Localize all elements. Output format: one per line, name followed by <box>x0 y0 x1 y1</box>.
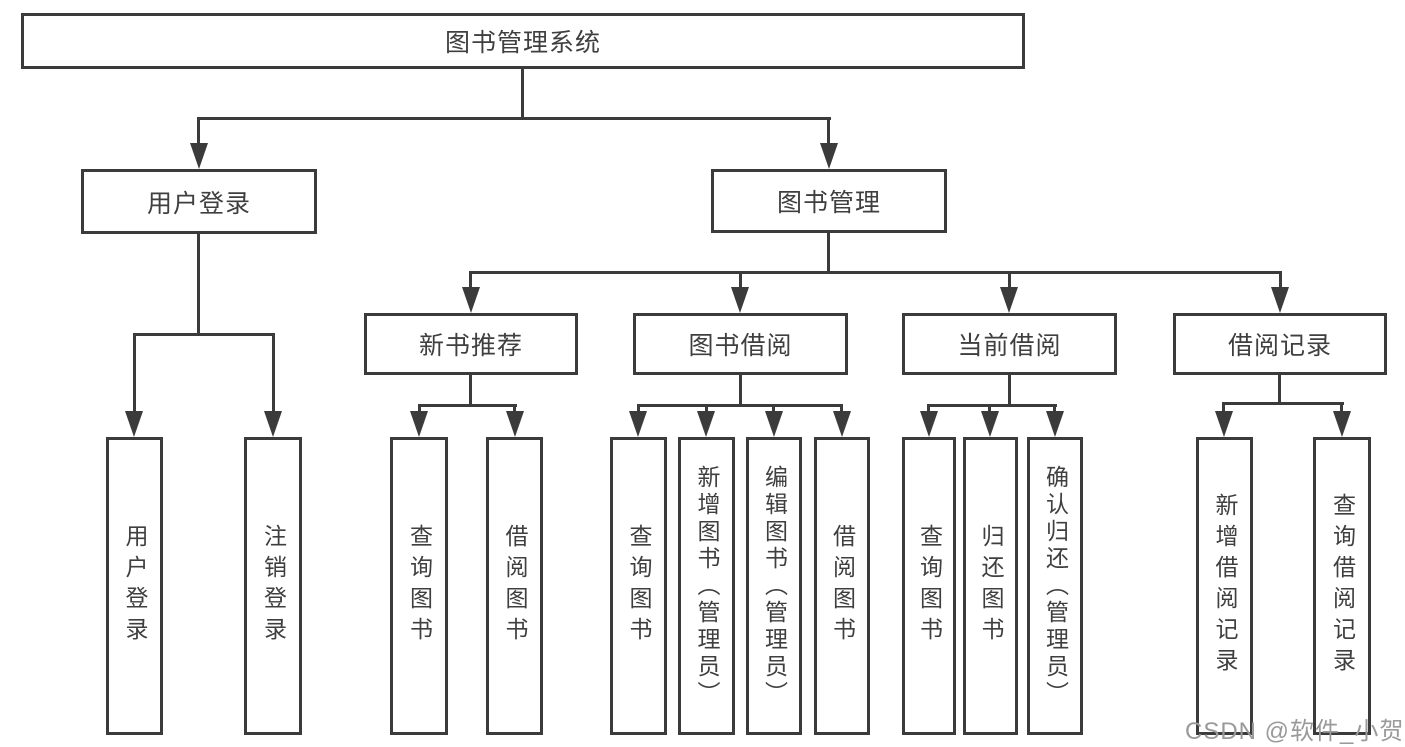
connector-user-login-rail <box>133 333 275 336</box>
connector-drop <box>739 374 742 407</box>
arrow-down-icon <box>125 411 143 437</box>
arrow-down-icon <box>820 143 838 169</box>
node-book-management: 图书管理 <box>711 169 947 233</box>
connector-stem <box>469 271 472 291</box>
connector-stem <box>637 404 640 414</box>
arrow-down-icon <box>731 287 749 313</box>
node-user-login-leaf: 用户登录 <box>106 437 163 735</box>
node-borrow-books-leaf: 借阅图书 <box>814 437 870 735</box>
node-library-management-system: 图书管理系统 <box>21 13 1025 69</box>
arrow-down-icon <box>462 287 480 313</box>
arrow-down-icon <box>410 411 428 437</box>
connector-stem <box>1008 271 1011 291</box>
node-label: 查询借阅记录 <box>1329 493 1356 679</box>
connector-stem <box>988 404 991 414</box>
arrow-down-icon <box>697 411 715 437</box>
connector-rail <box>1223 402 1344 405</box>
arrow-down-icon <box>981 411 999 437</box>
node-label: 用户登录 <box>122 524 148 648</box>
connector-book-management-drop <box>827 232 830 274</box>
connector-stem <box>133 333 136 413</box>
node-borrowing-records: 借阅记录 <box>1173 313 1387 375</box>
connector-stem <box>772 404 775 414</box>
node-query-books-recommend: 查询图书 <box>390 437 448 735</box>
node-label: 图书管理系统 <box>444 29 601 57</box>
node-label: 确认归还（管理员） <box>1042 464 1069 708</box>
arrow-down-icon <box>1215 411 1233 437</box>
connector-stem <box>927 404 930 414</box>
connector-stem <box>1340 402 1343 414</box>
connector-stem <box>840 404 843 414</box>
node-logout: 注销登录 <box>244 437 302 735</box>
connector-drop <box>1008 374 1011 407</box>
connector-root-drop <box>521 68 524 119</box>
connector-drop <box>1278 374 1281 405</box>
node-query-books-borrow: 查询图书 <box>610 437 667 735</box>
node-return-books: 归还图书 <box>963 437 1018 735</box>
connector-rail <box>637 404 842 407</box>
connector-book-management-stem <box>827 117 830 145</box>
node-add-borrow-record: 新增借阅记录 <box>1196 437 1253 735</box>
node-label: 归还图书 <box>978 524 1004 648</box>
node-current-borrowing: 当前借阅 <box>902 313 1117 375</box>
arrow-down-icon <box>264 411 282 437</box>
node-add-book-admin: 新增图书（管理员） <box>678 437 735 735</box>
node-label: 图书管理 <box>776 189 881 217</box>
node-edit-book-admin: 编辑图书（管理员） <box>746 437 802 735</box>
connector-stem <box>418 404 421 414</box>
connector-rail <box>418 404 517 407</box>
node-label: 新增图书（管理员） <box>694 464 720 708</box>
node-label: 新增借阅记录 <box>1212 493 1238 679</box>
arrow-down-icon <box>506 411 524 437</box>
arrow-down-icon <box>833 411 851 437</box>
connector-root-rail <box>197 117 831 120</box>
node-label: 当前借阅 <box>957 332 1062 360</box>
connector-stem <box>1222 402 1225 414</box>
arrow-down-icon <box>629 411 647 437</box>
arrow-down-icon <box>1000 287 1018 313</box>
node-confirm-return-admin: 确认归还（管理员） <box>1027 437 1083 735</box>
node-label: 图书借阅 <box>688 332 793 360</box>
node-label: 借阅记录 <box>1227 332 1332 360</box>
node-label: 借阅图书 <box>829 524 856 648</box>
connector-stem <box>1279 271 1282 291</box>
csdn-watermark: CSDN @软件_小贺同学 <box>1185 718 1405 745</box>
arrow-down-icon <box>765 411 783 437</box>
connector-stem <box>1053 404 1056 414</box>
arrow-down-icon <box>920 411 938 437</box>
connector-stem <box>739 271 742 291</box>
node-new-book-recommendation: 新书推荐 <box>364 313 578 375</box>
node-book-borrowing: 图书借阅 <box>633 313 848 375</box>
connector-user-login-stem <box>197 117 200 145</box>
arrow-down-icon <box>190 143 208 169</box>
arrow-down-icon <box>1333 411 1351 437</box>
node-query-borrow-record: 查询借阅记录 <box>1313 437 1371 735</box>
node-user-login: 用户登录 <box>81 169 317 234</box>
arrow-down-icon <box>1046 411 1064 437</box>
connector-book-management-rail <box>469 271 1282 274</box>
node-query-books-current: 查询图书 <box>902 437 956 735</box>
node-label: 注销登录 <box>260 524 287 648</box>
node-label: 用户登录 <box>146 189 251 218</box>
connector-stem <box>513 404 516 414</box>
connector-user-login-drop <box>197 233 200 336</box>
node-borrow-books-recommend: 借阅图书 <box>486 437 543 735</box>
connector-stem <box>705 404 708 414</box>
node-label: 借阅图书 <box>502 524 528 648</box>
node-label: 查询图书 <box>916 524 943 648</box>
node-label: 新书推荐 <box>418 332 523 360</box>
connector-drop <box>469 374 472 407</box>
connector-rail <box>928 404 1057 407</box>
node-label: 编辑图书（管理员） <box>761 464 788 708</box>
node-label: 查询图书 <box>626 524 652 648</box>
connector-stem <box>272 333 275 413</box>
arrow-down-icon <box>1271 287 1289 313</box>
node-label: 查询图书 <box>406 524 433 648</box>
